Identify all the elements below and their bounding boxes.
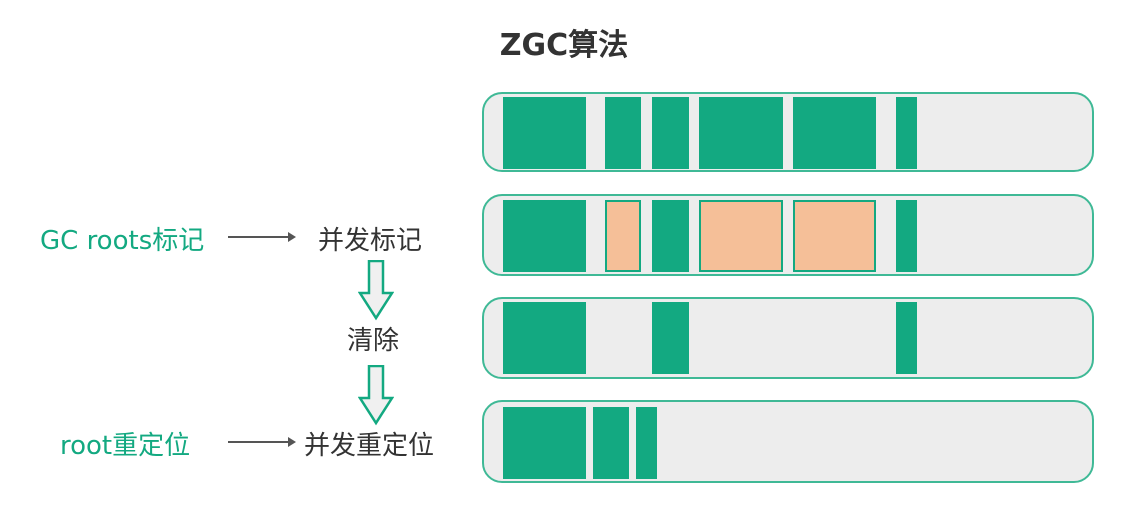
root-relocate-label: root重定位 <box>60 431 191 461</box>
gc-roots-mark-label: GC roots标记 <box>40 226 205 256</box>
live-region <box>503 97 586 169</box>
live-region <box>699 97 783 169</box>
live-region <box>793 97 876 169</box>
marked-region <box>793 200 876 272</box>
live-region <box>652 97 689 169</box>
live-region <box>652 302 689 374</box>
live-region <box>636 407 657 479</box>
live-region <box>593 407 629 479</box>
heap-row-relocated <box>482 400 1094 483</box>
step-concurrent-relocate: 并发重定位 <box>304 431 435 461</box>
arrow-down-icon <box>358 365 394 426</box>
live-region <box>503 302 586 374</box>
step-sweep: 清除 <box>347 326 400 356</box>
diagram-title: ZGC算法 <box>499 28 629 63</box>
arrow-right-icon <box>228 232 296 242</box>
live-region <box>605 97 641 169</box>
marked-region <box>605 200 641 272</box>
live-region <box>503 407 586 479</box>
live-region <box>503 200 586 272</box>
step-concurrent-mark: 并发标记 <box>318 226 423 256</box>
live-region <box>896 97 917 169</box>
heap-row-initial <box>482 92 1094 172</box>
heap-row-swept <box>482 297 1094 379</box>
arrow-right-icon <box>228 437 296 447</box>
arrow-down-icon <box>358 260 394 321</box>
live-region <box>896 302 917 374</box>
live-region <box>652 200 689 272</box>
heap-row-marked <box>482 194 1094 276</box>
marked-region <box>699 200 783 272</box>
live-region <box>896 200 917 272</box>
